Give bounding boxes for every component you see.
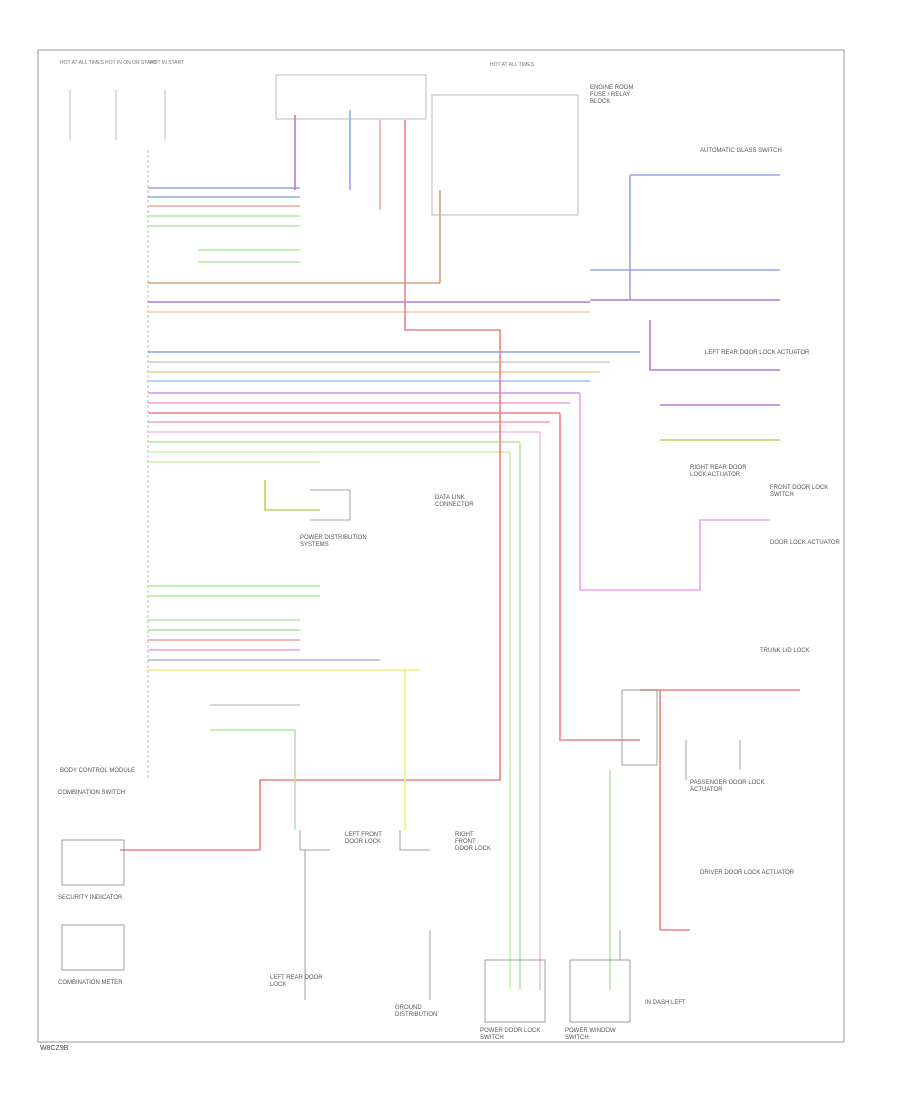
footer-code: W8CZ9B — [40, 1045, 69, 1052]
door-lock-switch-right — [569, 959, 631, 1023]
door-lock-switch-left — [484, 959, 546, 1023]
power-distribution-label: POWER DISTRIBUTION SYSTEMS — [300, 535, 367, 548]
right-rear-door-lock-label: RIGHT REAR DOOR LOCK ACTUATOR — [690, 465, 747, 478]
door-lock-actuator-label: DOOR LOCK ACTUATOR — [770, 540, 840, 546]
automatic-glass-switch-label: AUTOMATIC GLASS SWITCH — [700, 148, 782, 154]
wire-bundle — [148, 187, 640, 731]
security-indicator-box — [61, 839, 125, 886]
security-indicator-label: SECURITY INDICATOR — [58, 895, 123, 901]
fuse-label-2: HOT IN ON OR START — [105, 60, 157, 66]
fuse-label-1: HOT AT ALL TIMES — [60, 60, 104, 66]
power-window-switch-label: POWER WINDOW SWITCH — [565, 1028, 616, 1041]
driver-door-lock-label: DRIVER DOOR LOCK ACTUATOR — [700, 870, 795, 876]
diagram-border — [37, 49, 845, 1043]
bcm-label: BODY CONTROL MODULE — [60, 768, 136, 774]
combination-meter-label: COMBINATION METER — [58, 980, 123, 986]
left-rear-door-lock-label: LEFT REAR DOOR LOCK ACTUATOR — [705, 350, 810, 356]
trunk-lid-lock-label: TRUNK LID LOCK — [760, 648, 810, 654]
fuse-label-3: HOT IN START — [150, 60, 185, 66]
combination-meter-box — [61, 924, 125, 971]
front-door-lock-switch-label: FRONT DOOR LOCK SWITCH — [770, 485, 829, 498]
power-door-lock-switch-label: POWER DOOR LOCK SWITCH — [480, 1028, 541, 1041]
left-rear-door-lock-bottom-label: LEFT REAR DOOR LOCK — [270, 975, 323, 988]
fuse-box-2-label: HOT AT ALL TIMES — [490, 62, 534, 68]
left-front-door-lock-label: LEFT FRONT DOOR LOCK — [345, 832, 382, 845]
fuse-group-left — [69, 74, 579, 216]
data-link-connector-label: DATA LINK CONNECTOR — [435, 495, 474, 508]
relay-box-label: ENGINE ROOM FUSE / RELAY BLOCK — [590, 85, 634, 105]
components — [61, 489, 741, 1023]
right-front-door-lock-label: RIGHT FRONT DOOR LOCK — [455, 832, 492, 852]
in-dash-left-label: IN DASH LEFT — [645, 1000, 686, 1006]
ground-distribution-label: GROUND DISTRIBUTION — [395, 1005, 438, 1018]
passenger-door-lock-label: PASSENGER DOOR LOCK ACTUATOR — [690, 780, 765, 793]
vertical-wires — [120, 110, 800, 990]
combination-switch-label: COMBINATION SWITCH — [58, 790, 126, 796]
